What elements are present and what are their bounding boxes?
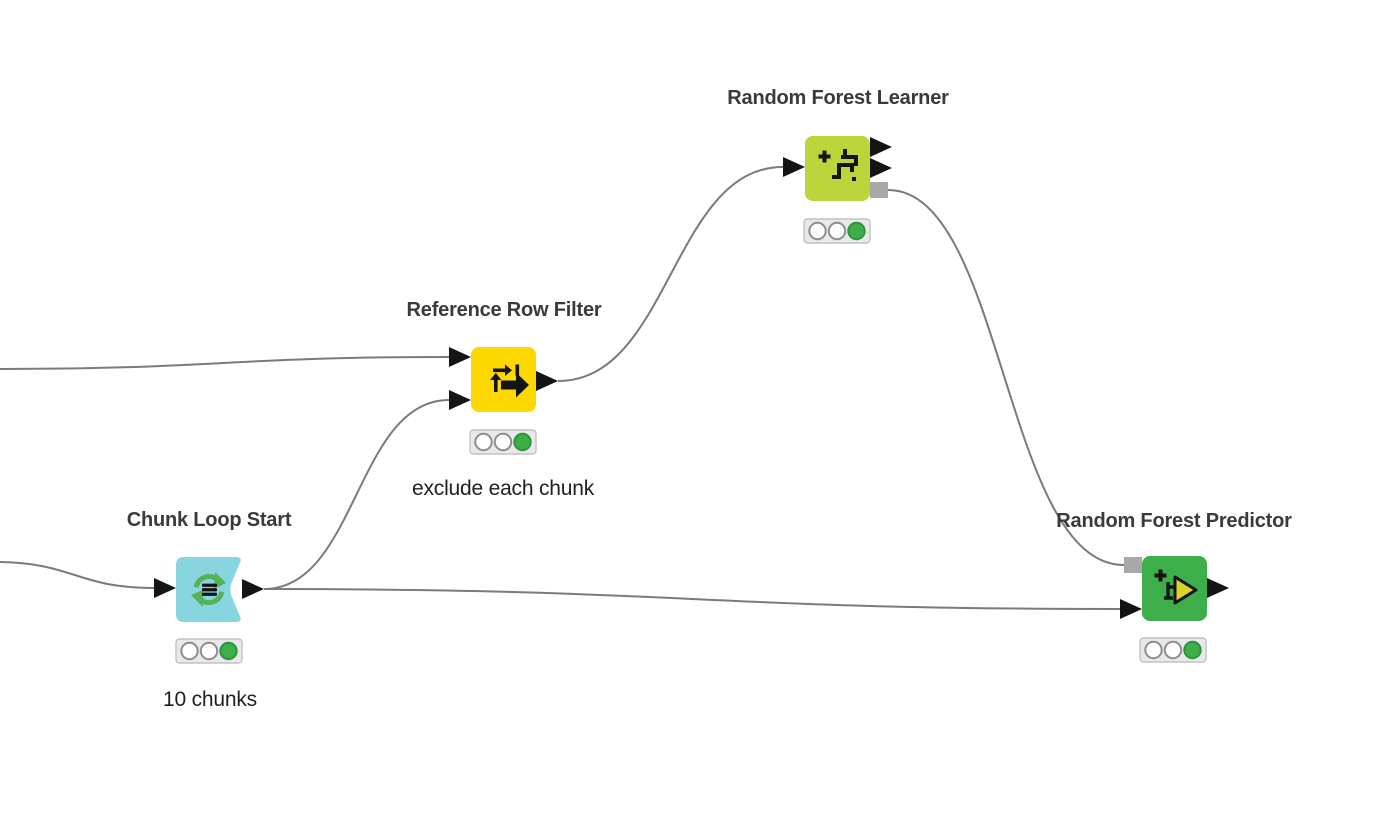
predictor-data-input-port[interactable] xyxy=(1120,599,1142,619)
filter-input-port-2[interactable] xyxy=(449,390,471,410)
node-title-random-forest-learner[interactable]: Random Forest Learner xyxy=(727,87,949,109)
wire-loop-output-to-filter-input2[interactable] xyxy=(263,399,450,590)
status-light-off xyxy=(180,641,199,661)
filter-output-port[interactable] xyxy=(536,371,558,391)
status-light-off xyxy=(474,432,493,452)
filter-input-port-1[interactable] xyxy=(449,347,471,367)
learner-output-port-2[interactable] xyxy=(870,158,892,178)
learner-input-port[interactable] xyxy=(783,157,805,177)
filter-status-traffic-light xyxy=(469,429,537,455)
row-filter-arrows-icon xyxy=(490,364,529,398)
node-comment-chunk-loop-start[interactable]: 10 chunks xyxy=(163,688,257,711)
status-light-off xyxy=(1163,640,1183,660)
wire-offscreen-to-loop-input[interactable] xyxy=(0,561,155,589)
node-comment-reference-row-filter[interactable]: exclude each chunk xyxy=(411,477,595,500)
learner-output-port-1[interactable] xyxy=(870,137,892,157)
learner-model-output-port[interactable] xyxy=(870,182,888,198)
wire-offscreen-to-filter-input1[interactable] xyxy=(0,356,450,370)
status-light-off xyxy=(493,432,513,452)
list-bars-icon xyxy=(202,583,217,596)
node-reference-row-filter[interactable] xyxy=(449,347,558,412)
status-light-off xyxy=(827,221,847,241)
status-light-on xyxy=(1183,640,1202,660)
predictor-tree-play-icon xyxy=(1154,569,1198,605)
predictor-status-traffic-light xyxy=(1139,637,1207,663)
status-light-off xyxy=(199,641,219,661)
loop-status-traffic-light xyxy=(175,638,243,664)
wire-filter-output-to-learner-input[interactable] xyxy=(557,166,784,382)
node-title-random-forest-predictor[interactable]: Random Forest Predictor xyxy=(1056,510,1292,532)
loop-arrows-icon xyxy=(191,572,226,607)
wire-loop-output-to-predictor-data-input[interactable] xyxy=(263,588,1121,610)
loop-output-port[interactable] xyxy=(242,579,264,599)
learner-status-traffic-light xyxy=(803,218,871,244)
status-light-on xyxy=(219,641,238,661)
node-random-forest-learner[interactable] xyxy=(783,136,892,201)
predictor-output-port[interactable] xyxy=(1207,578,1229,598)
node-random-forest-predictor[interactable] xyxy=(1120,556,1229,621)
predictor-model-input-port[interactable] xyxy=(1124,557,1142,573)
wire-learner-model-output-to-predictor-model-input[interactable] xyxy=(887,189,1125,566)
filter-node-body[interactable] xyxy=(471,347,536,412)
status-light-off xyxy=(1144,640,1163,660)
node-title-chunk-loop-start[interactable]: Chunk Loop Start xyxy=(126,509,292,531)
status-light-on xyxy=(847,221,866,241)
node-chunk-loop-start[interactable] xyxy=(154,557,264,622)
status-light-on xyxy=(513,432,532,452)
loop-input-port[interactable] xyxy=(154,578,176,598)
random-forest-tree-icon xyxy=(818,149,858,181)
play-triangle-icon xyxy=(1173,575,1198,605)
status-light-off xyxy=(808,221,827,241)
node-title-reference-row-filter[interactable]: Reference Row Filter xyxy=(406,299,602,321)
